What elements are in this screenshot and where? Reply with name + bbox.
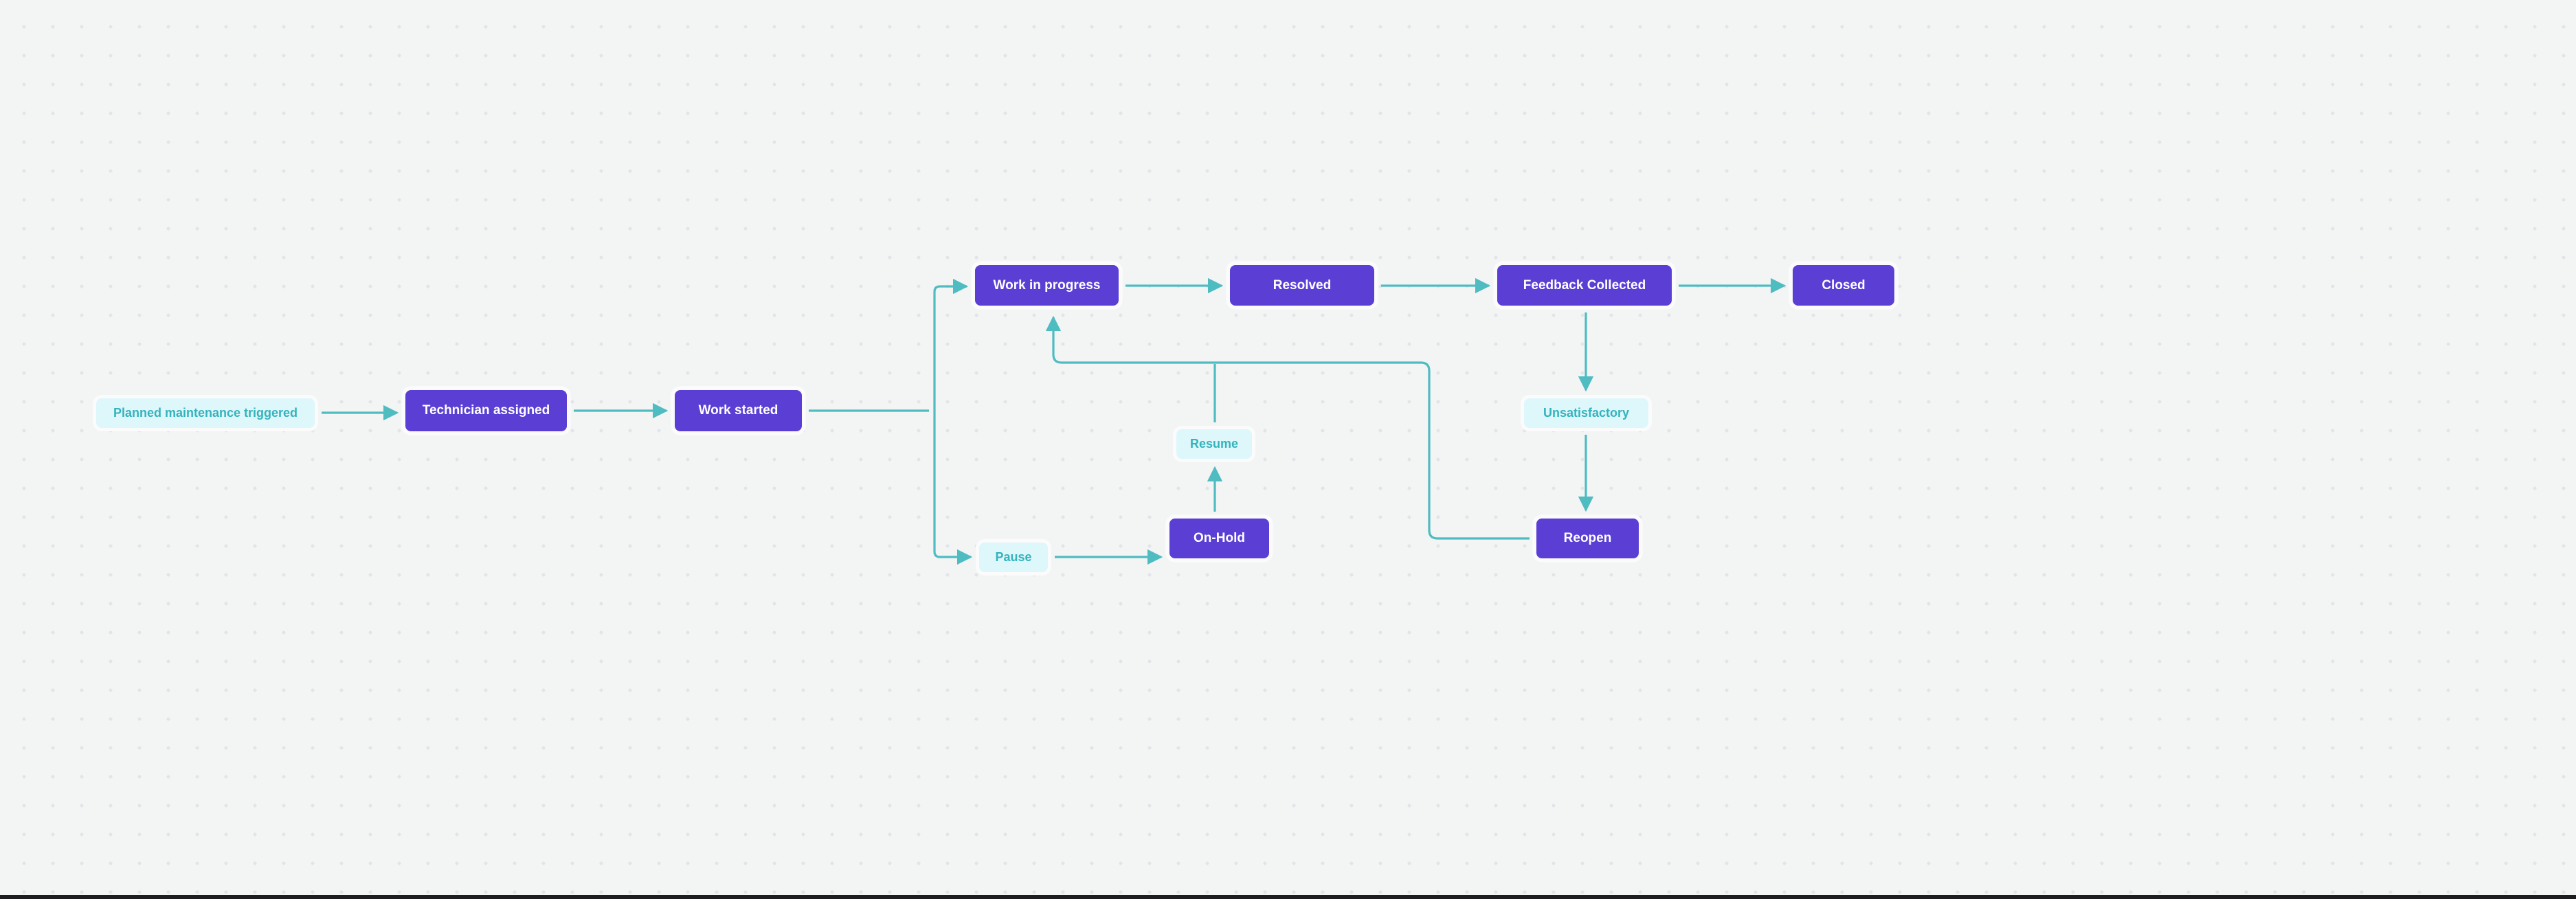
node-label: Work started	[698, 403, 779, 418]
node-label: Pause	[995, 550, 1032, 565]
node-label: Work in progress	[993, 277, 1101, 293]
node-resolved[interactable]: Resolved	[1227, 262, 1378, 309]
node-work-started[interactable]: Work started	[671, 387, 805, 435]
node-closed[interactable]: Closed	[1789, 262, 1898, 309]
node-label: Reopen	[1563, 531, 1612, 546]
node-label: Closed	[1822, 277, 1866, 293]
node-feedback-collected[interactable]: Feedback Collected	[1494, 262, 1675, 309]
node-reopen[interactable]: Reopen	[1533, 515, 1642, 562]
node-label: Feedback Collected	[1523, 277, 1646, 293]
bottom-edge-bar	[0, 895, 2576, 899]
node-label: Resume	[1189, 437, 1239, 451]
node-work-in-progress[interactable]: Work in progress	[972, 262, 1122, 309]
node-resume[interactable]: Resume	[1173, 426, 1255, 462]
edge-workstart-to-wip	[933, 278, 969, 411]
node-label: Resolved	[1273, 277, 1332, 293]
node-planned-maintenance-triggered[interactable]: Planned maintenance triggered	[93, 395, 318, 431]
node-on-hold[interactable]: On-Hold	[1166, 515, 1273, 562]
node-unsatisfactory[interactable]: Unsatisfactory	[1521, 395, 1652, 431]
node-pause[interactable]: Pause	[976, 539, 1051, 576]
node-label: Planned maintenance triggered	[113, 406, 298, 420]
node-label: Technician assigned	[422, 403, 550, 418]
edge-reopen-to-wip	[1045, 315, 1530, 540]
node-label: On-Hold	[1194, 531, 1245, 546]
node-label: Unsatisfactory	[1543, 406, 1630, 420]
node-technician-assigned[interactable]: Technician assigned	[402, 387, 570, 435]
edge-workstart-to-pause	[933, 411, 973, 565]
